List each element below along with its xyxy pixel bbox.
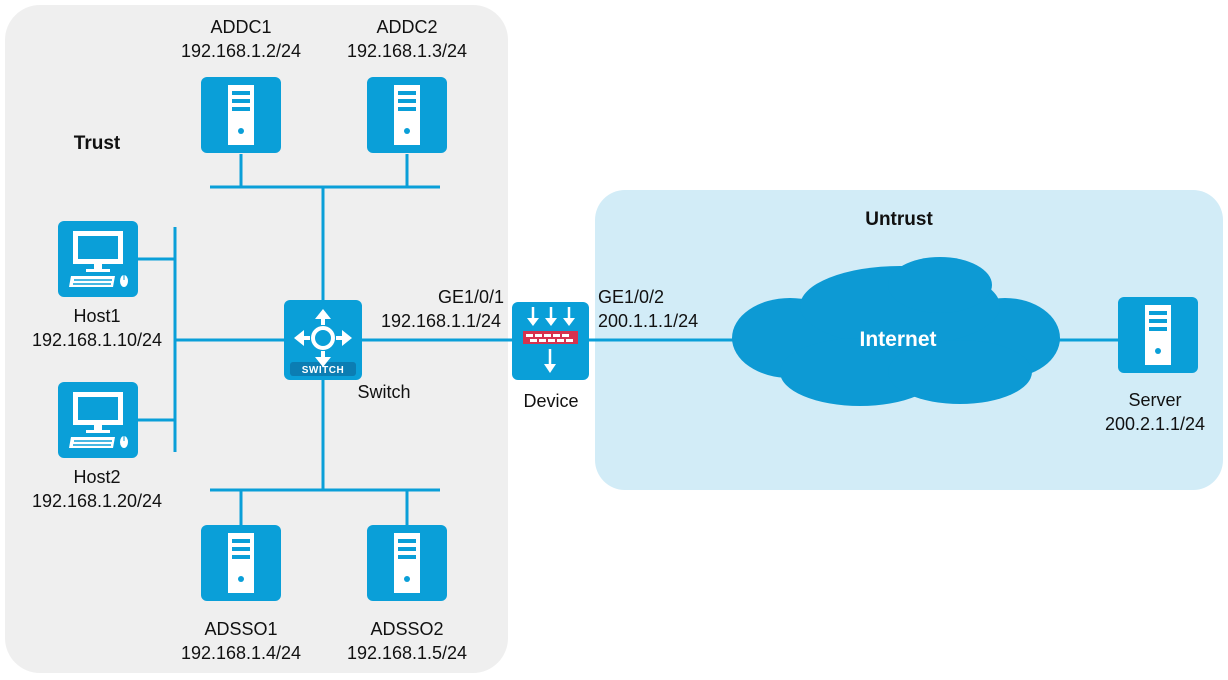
adsso2-ip: 192.168.1.5/24 [347, 643, 467, 663]
adsso2-node[interactable]: ADSSO2 192.168.1.5/24 [347, 525, 467, 663]
addc2-ip: 192.168.1.3/24 [347, 41, 467, 61]
switch-node[interactable]: SWITCH Switch [284, 300, 411, 402]
server-icon [367, 525, 447, 601]
server-node[interactable]: Server 200.2.1.1/24 [1105, 297, 1205, 434]
ge1-ip: 192.168.1.1/24 [381, 311, 501, 331]
host2-ip: 192.168.1.20/24 [32, 491, 162, 511]
switch-badge: SWITCH [302, 365, 344, 376]
host2-name: Host2 [73, 467, 120, 487]
addc1-node[interactable]: ADDC1 192.168.1.2/24 [181, 17, 301, 153]
ge2-name: GE1/0/2 [598, 287, 664, 307]
switch-icon: SWITCH [284, 300, 362, 380]
addc2-name: ADDC2 [376, 17, 437, 37]
server-icon [201, 525, 281, 601]
server-icon [367, 77, 447, 153]
device-node[interactable]: Device [512, 302, 589, 411]
server-name: Server [1128, 390, 1181, 410]
internet-name: Internet [859, 328, 936, 351]
host1-node[interactable]: Host1 192.168.1.10/24 [32, 220, 162, 350]
host1-ip: 192.168.1.10/24 [32, 330, 162, 350]
host2-node[interactable]: Host2 192.168.1.20/24 [32, 381, 162, 511]
server-ip: 200.2.1.1/24 [1105, 414, 1205, 434]
server-icon [201, 77, 281, 153]
cloud-icon [732, 257, 1060, 406]
trust-zone-label: Trust [74, 133, 121, 154]
adsso1-ip: 192.168.1.4/24 [181, 643, 301, 663]
addc1-name: ADDC1 [210, 17, 271, 37]
untrust-zone-label: Untrust [865, 209, 933, 230]
server-icon [1118, 297, 1198, 373]
pc-icon [57, 381, 139, 459]
pc-icon [57, 220, 139, 298]
device-name: Device [523, 391, 578, 411]
host1-name: Host1 [73, 306, 120, 326]
adsso1-name: ADSSO1 [204, 619, 277, 639]
switch-name: Switch [357, 382, 410, 402]
firewall-icon [512, 302, 589, 380]
internet-node[interactable]: Internet [732, 257, 1060, 406]
addc1-ip: 192.168.1.2/24 [181, 41, 301, 61]
addc2-node[interactable]: ADDC2 192.168.1.3/24 [347, 17, 467, 153]
ge1-name: GE1/0/1 [438, 287, 504, 307]
ge2-ip: 200.1.1.1/24 [598, 311, 698, 331]
adsso1-node[interactable]: ADSSO1 192.168.1.4/24 [181, 525, 301, 663]
adsso2-name: ADSSO2 [370, 619, 443, 639]
